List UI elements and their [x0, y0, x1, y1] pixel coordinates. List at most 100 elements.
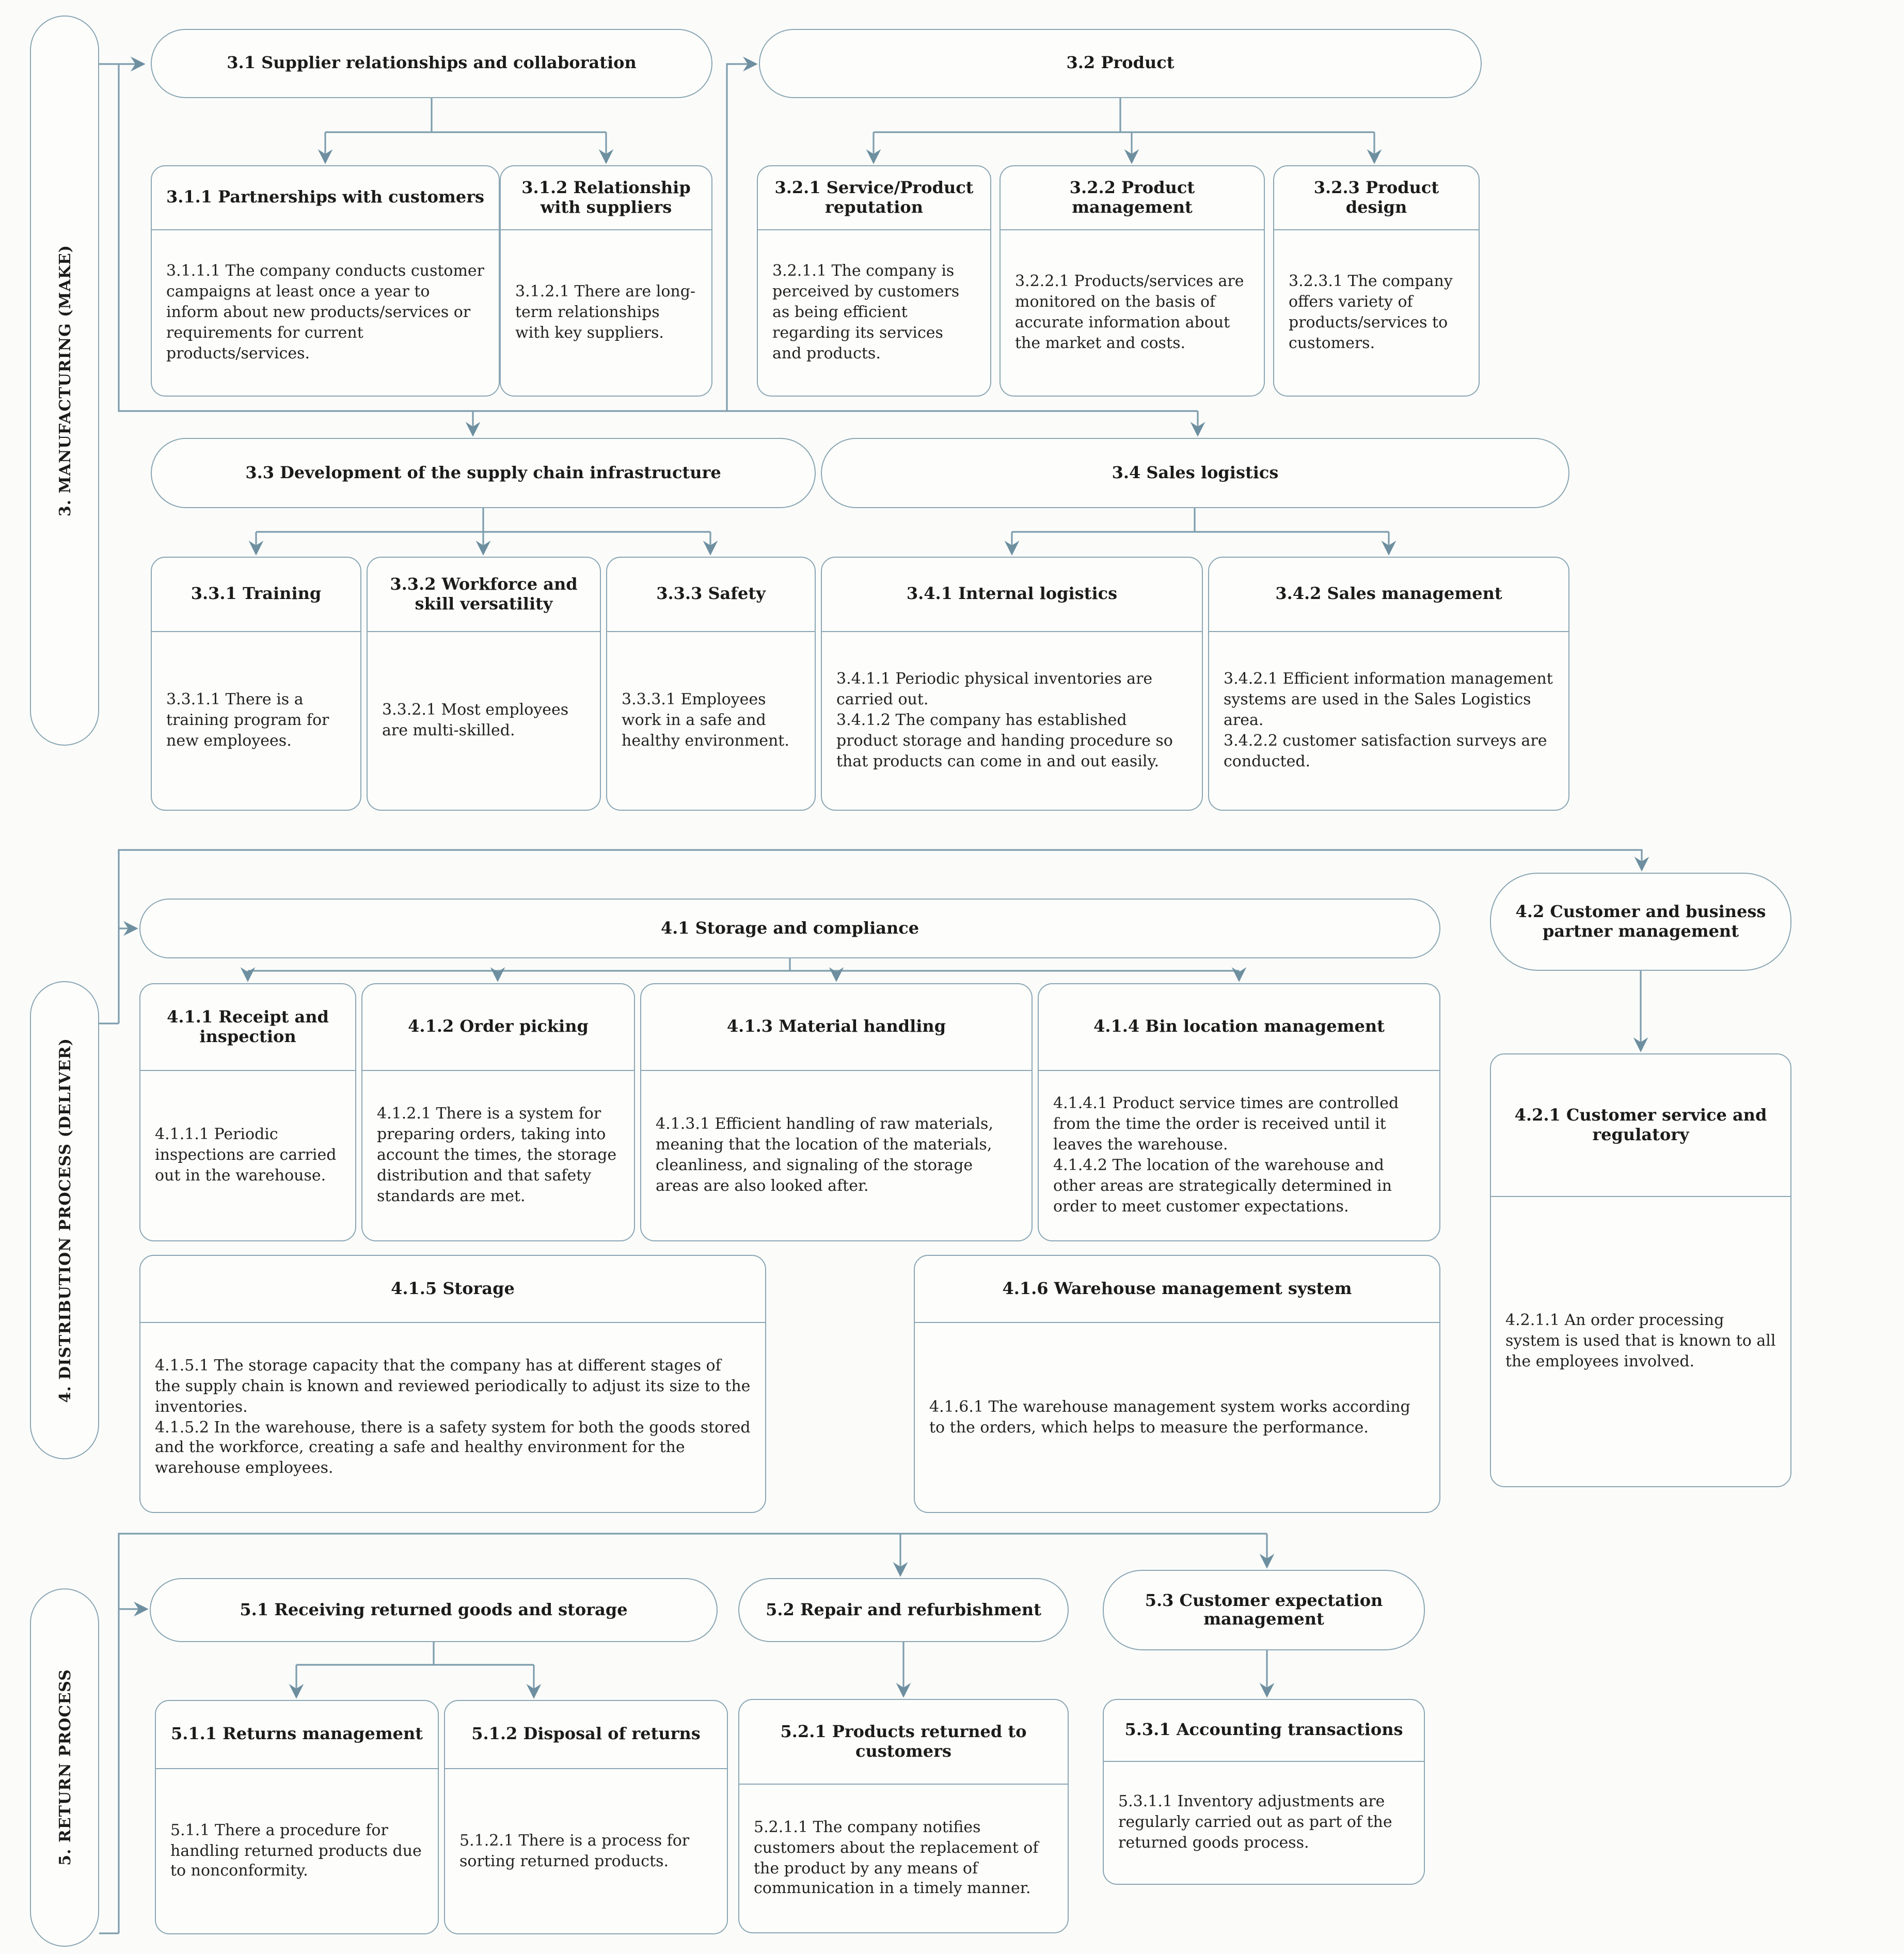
box-4-1-1: 4.1.1 Receipt and inspection 4.1.1.1 Per… — [139, 983, 356, 1241]
statement: 4.1.6.1 The warehouse management system … — [929, 1397, 1410, 1436]
connector-split-32 — [874, 98, 1374, 133]
box-title: 4.1.4 Bin location management — [1039, 984, 1439, 1071]
box-3-1-1: 3.1.1 Partnerships with customers 3.1.1.… — [151, 165, 500, 397]
pill-title: 5.3 Customer expectation management — [1145, 1590, 1383, 1629]
pill-5-3: 5.3 Customer expectation management — [1103, 1570, 1425, 1650]
box-title: 3.2.2 Product management — [1001, 166, 1264, 230]
box-title: 5.1.2 Disposal of returns — [445, 1701, 727, 1769]
box-title: 4.1.5 Storage — [140, 1256, 765, 1323]
box-3-2-3: 3.2.3 Product design 3.2.3.1 The company… — [1273, 165, 1480, 397]
pill-title: 3.1 Supplier relationships and collabora… — [227, 53, 637, 73]
box-body: 5.2.1.1 The company notifies customers a… — [739, 1785, 1068, 1932]
box-3-1-2: 3.1.2 Relationship with suppliers 3.1.2.… — [500, 165, 712, 397]
statement: 5.1.2.1 There is a process for sorting r… — [459, 1831, 690, 1870]
box-body: 4.1.1.1 Periodic inspections are carried… — [140, 1071, 355, 1240]
box-title: 3.2.3 Product design — [1274, 166, 1479, 230]
connector-split-33 — [256, 508, 710, 533]
box-title: 3.2.1 Service/Product reputation — [758, 166, 990, 230]
box-4-2-1: 4.2.1 Customer service and regulatory 4.… — [1490, 1053, 1791, 1487]
box-3-2-1: 3.2.1 Service/Product reputation 3.2.1.1… — [757, 165, 991, 397]
statement: 4.1.5.1 The storage capacity that the co… — [155, 1356, 751, 1416]
connector-split-31 — [325, 98, 606, 133]
connector-riser-32 — [726, 56, 758, 411]
pill-3-2: 3.2 Product — [759, 29, 1482, 98]
box-3-3-2: 3.3.2 Workforce and skill versatility 3.… — [367, 557, 601, 811]
statement: 5.1.1 There a procedure for handling ret… — [170, 1820, 422, 1880]
statement: 4.1.4.1 Product service times are contro… — [1053, 1094, 1399, 1154]
box-title: 5.2.1 Products returned to customers — [739, 1700, 1068, 1785]
pill-title: 3.2 Product — [1066, 53, 1175, 73]
pill-title: 5.1 Receiving returned goods and storage — [240, 1599, 628, 1619]
box-body: 3.2.1.1 The company is perceived by cust… — [758, 230, 990, 396]
box-title: 4.1.2 Order picking — [362, 984, 634, 1071]
pill-3-1: 3.1 Supplier relationships and collabora… — [151, 29, 712, 98]
connector-rail4-to-42 — [118, 849, 1649, 1023]
box-5-2-1: 5.2.1 Products returned to customers 5.2… — [738, 1699, 1069, 1933]
box-3-4-2: 3.4.2 Sales management 3.4.2.1 Efficient… — [1208, 557, 1569, 811]
box-body: 4.2.1.1 An order processing system is us… — [1491, 1197, 1790, 1486]
lane-label-return: 5. RETURN PROCESS — [30, 1588, 99, 1947]
statement: 3.3.3.1 Employees work in a safe and hea… — [622, 690, 789, 750]
box-4-1-2: 4.1.2 Order picking 4.1.2.1 There is a s… — [361, 983, 635, 1241]
statement: 3.2.1.1 The company is perceived by cust… — [772, 261, 960, 363]
statement: 4.1.4.2 The location of the warehouse an… — [1053, 1156, 1392, 1216]
box-title: 4.1.3 Material handling — [641, 984, 1032, 1071]
statement: 3.1.1.1 The company conducts customer ca… — [166, 261, 484, 363]
box-3-3-3: 3.3.3 Safety 3.3.3.1 Employees work in a… — [606, 557, 816, 811]
connector-split-41 — [248, 958, 1239, 972]
statement: 4.1.2.1 There is a system for preparing … — [377, 1104, 617, 1205]
statement: 3.3.2.1 Most employees are multi-skilled… — [382, 700, 569, 739]
connector-split-51 — [296, 1642, 534, 1666]
box-3-4-1: 3.4.1 Internal logistics 3.4.1.1 Periodi… — [821, 557, 1203, 811]
box-body: 4.1.2.1 There is a system for preparing … — [362, 1071, 634, 1240]
box-title: 3.3.3 Safety — [607, 558, 815, 632]
statement: 3.1.2.1 There are long-term relationship… — [515, 282, 696, 342]
box-5-1-2: 5.1.2 Disposal of returns 5.1.2.1 There … — [444, 1700, 728, 1934]
box-3-3-1: 3.3.1 Training 3.3.1.1 There is a traini… — [151, 557, 361, 811]
statement: 3.4.2.2 customer satisfaction surveys ar… — [1224, 731, 1547, 770]
box-title: 3.4.1 Internal logistics — [822, 558, 1202, 632]
pill-title: 4.2 Customer and business partner manage… — [1515, 902, 1766, 940]
statement: 3.4.1.1 Periodic physical inventories ar… — [836, 669, 1153, 709]
statement: 3.2.3.1 The company offers variety of pr… — [1289, 272, 1453, 352]
connector-rail5 — [118, 1533, 1267, 1933]
box-5-1-1: 5.1.1 Returns management 5.1.1 There a p… — [155, 1700, 439, 1934]
box-title: 3.4.2 Sales management — [1209, 558, 1568, 632]
box-body: 3.2.2.1 Products/services are monitored … — [1001, 230, 1264, 396]
lane-label-text: 4. DISTRIBUTION PROCESS (DELIVER) — [55, 1037, 74, 1403]
box-5-3-1: 5.3.1 Accounting transactions 5.3.1.1 In… — [1103, 1699, 1425, 1885]
box-body: 4.1.4.1 Product service times are contro… — [1039, 1071, 1439, 1240]
box-body: 4.1.6.1 The warehouse management system … — [915, 1323, 1439, 1512]
pill-3-4: 3.4 Sales logistics — [821, 438, 1569, 508]
box-3-2-2: 3.2.2 Product management 3.2.2.1 Product… — [999, 165, 1265, 397]
box-body: 3.2.3.1 The company offers variety of pr… — [1274, 230, 1479, 396]
pill-title: 3.4 Sales logistics — [1112, 462, 1279, 482]
pill-title: 3.3 Development of the supply chain infr… — [245, 462, 721, 482]
statement: 3.4.2.1 Efficient information management… — [1224, 669, 1553, 730]
box-title: 3.1.2 Relationship with suppliers — [501, 166, 711, 230]
box-body: 5.1.1 There a procedure for handling ret… — [156, 1769, 438, 1933]
statement: 5.2.1.1 The company notifies customers a… — [754, 1817, 1039, 1898]
statement: 5.3.1.1 Inventory adjustments are regula… — [1118, 1792, 1392, 1852]
box-title: 3.3.2 Workforce and skill versatility — [368, 558, 600, 632]
box-body: 3.1.1.1 The company conducts customer ca… — [152, 230, 499, 396]
box-body: 3.4.1.1 Periodic physical inventories ar… — [822, 632, 1202, 810]
statement: 4.1.1.1 Periodic inspections are carried… — [155, 1125, 337, 1185]
box-title: 5.1.1 Returns management — [156, 1701, 438, 1769]
box-4-1-4: 4.1.4 Bin location management 4.1.4.1 Pr… — [1038, 983, 1440, 1241]
statement: 4.1.5.2 In the warehouse, there is a saf… — [155, 1417, 751, 1477]
pill-3-3: 3.3 Development of the supply chain infr… — [151, 438, 816, 508]
statement: 3.2.2.1 Products/services are monitored … — [1015, 272, 1244, 352]
box-body: 3.3.1.1 There is a training program for … — [152, 632, 360, 810]
connector-split-34 — [1012, 508, 1389, 533]
box-title: 4.1.6 Warehouse management system — [915, 1256, 1439, 1323]
pill-5-2: 5.2 Repair and refurbishment — [738, 1578, 1069, 1642]
statement: 4.2.1.1 An order processing system is us… — [1505, 1311, 1776, 1370]
box-title: 4.1.1 Receipt and inspection — [140, 984, 355, 1071]
box-4-1-6: 4.1.6 Warehouse management system 4.1.6.… — [914, 1255, 1440, 1513]
box-body: 3.3.2.1 Most employees are multi-skilled… — [368, 632, 600, 810]
lane-label-distribution: 4. DISTRIBUTION PROCESS (DELIVER) — [30, 981, 99, 1459]
box-title: 3.1.1 Partnerships with customers — [152, 166, 499, 230]
